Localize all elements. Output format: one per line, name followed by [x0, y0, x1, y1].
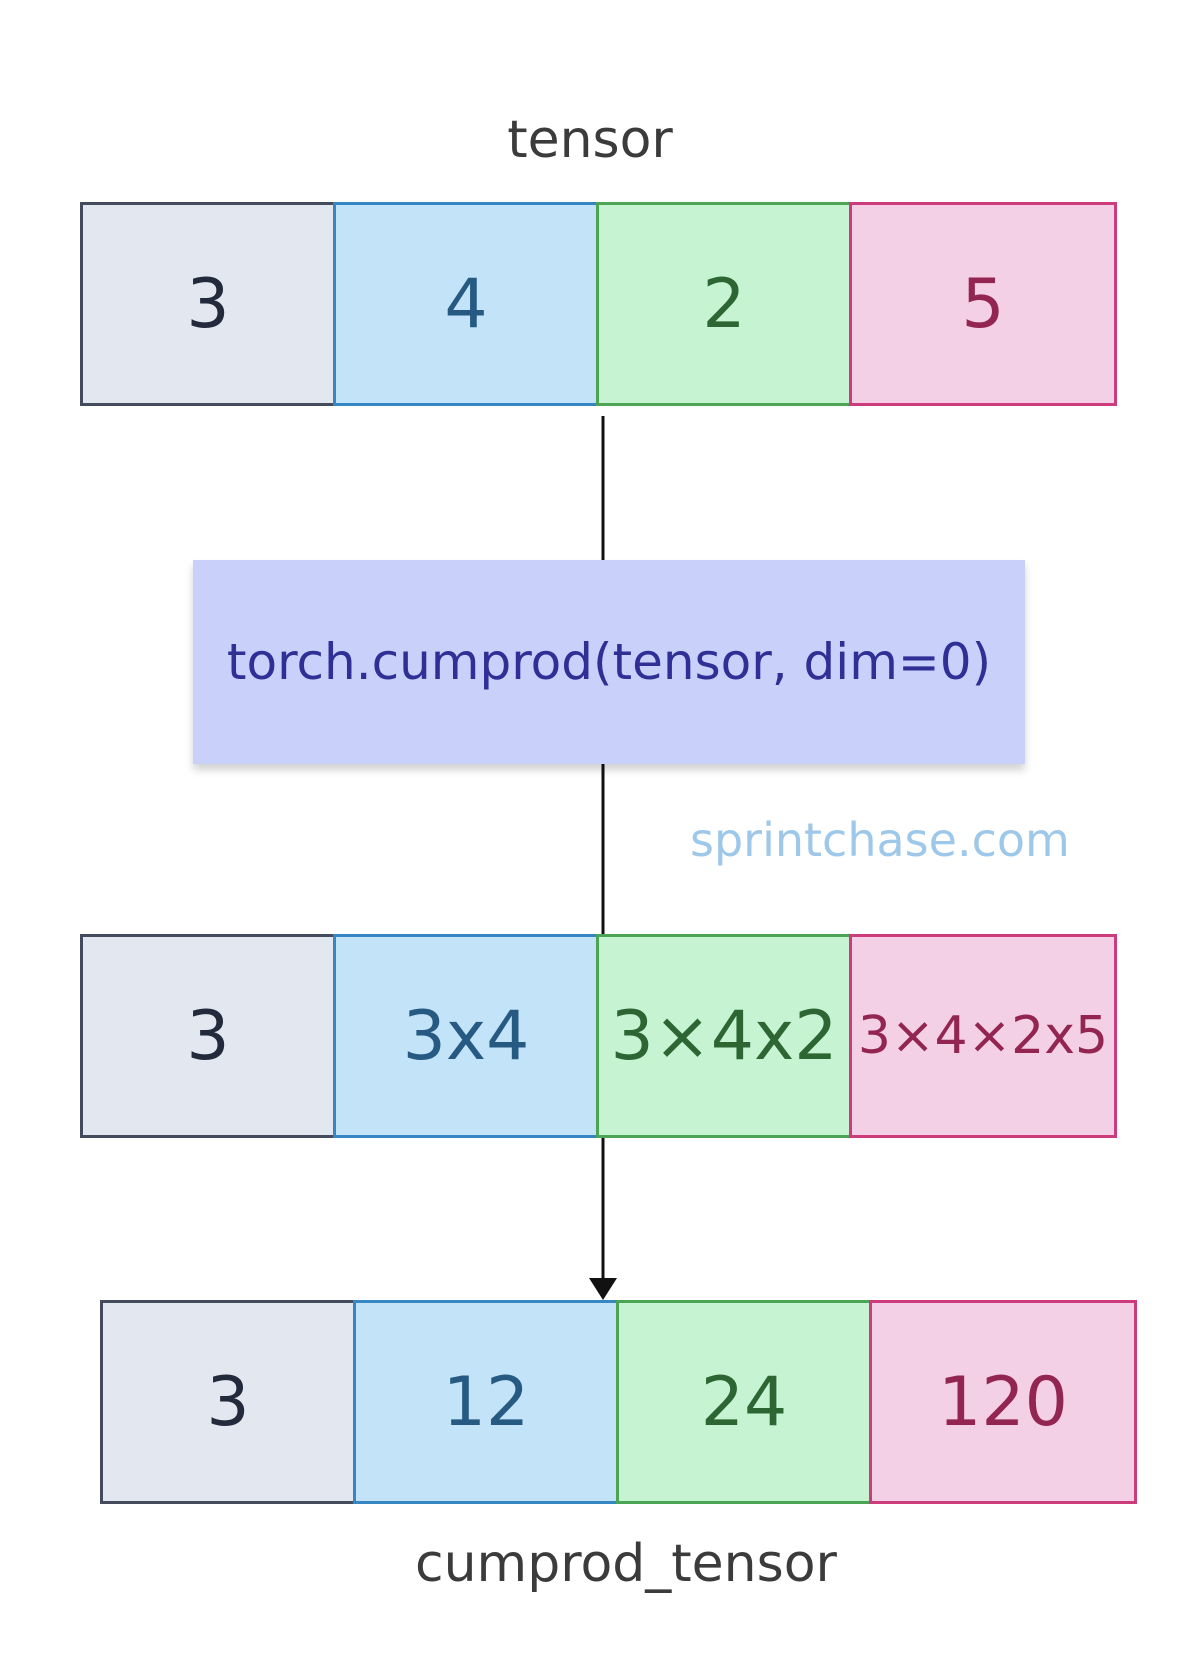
output-cell-3: 120 — [869, 1300, 1137, 1504]
input-tensor-row: 3 4 2 5 — [80, 202, 1117, 406]
input-cell-1: 4 — [333, 202, 599, 406]
intermediate-cell-2: 3×4x2 — [596, 934, 852, 1138]
output-cell-2: 24 — [616, 1300, 872, 1504]
watermark-text: sprintchase.com — [690, 813, 1070, 867]
operation-text: torch.cumprod(tensor, dim=0) — [226, 633, 992, 691]
input-cell-2: 2 — [596, 202, 852, 406]
output-tensor-row: 3 12 24 120 — [100, 1300, 1137, 1504]
operation-box: torch.cumprod(tensor, dim=0) — [193, 560, 1025, 764]
output-cell-1: 12 — [353, 1300, 619, 1504]
input-cell-3: 5 — [849, 202, 1117, 406]
intermediate-cell-1: 3x4 — [333, 934, 599, 1138]
intermediate-row: 3 3x4 3×4x2 3×4×2x5 — [80, 934, 1117, 1138]
output-tensor-label: cumprod_tensor — [415, 1534, 837, 1594]
intermediate-cell-3: 3×4×2x5 — [849, 934, 1117, 1138]
output-cell-0: 3 — [100, 1300, 356, 1504]
input-tensor-label: tensor — [507, 110, 673, 170]
arrow-head-icon — [589, 1278, 617, 1300]
intermediate-cell-0: 3 — [80, 934, 336, 1138]
input-cell-0: 3 — [80, 202, 336, 406]
